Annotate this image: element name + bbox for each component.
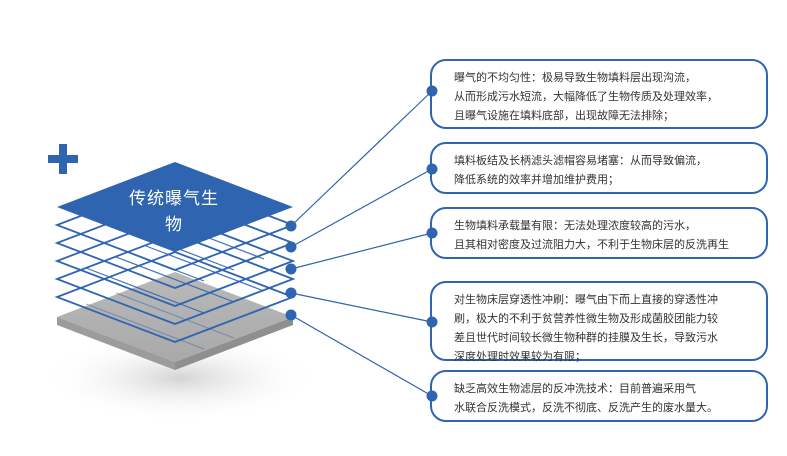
callout-text-line: 差且世代时间较长微生物种群的挂膜及生长，导致污水 [454,331,718,344]
callout-text-line: 刷，极大的不利于贫营养性微生物及形成菌胶团能力较 [454,312,718,325]
connector-dots-left [285,220,297,321]
stack-shadow [40,334,320,422]
callout-limited-capacity: 生物填料承载量有限：无法处理浓度较高的污水， 且其相对密度及过流阻力大，不利于生… [430,207,768,259]
callout-text-line: 从而形成污水短流，大幅降低了生物传质及处理效率， [454,90,718,103]
callout-text-line: 生物填料承载量有限：无法处理浓度较高的污水， [454,219,696,232]
callout-text-line: 深度处理时效果较为有限； [454,350,586,363]
center-label: 传统曝气生 物 [118,186,230,238]
center-label-line-2: 物 [165,215,183,235]
top-layer [57,162,293,252]
callout-text-line: 曝气的不均匀性：极易导致生物填料层出现沟流， [454,71,696,84]
callout-text-line: 缺乏高效生物滤层的反冲洗技术：目前普遍采用气 [454,382,696,395]
callout-text-line: 对生物床层穿透性冲刷：曝气由下而上直接的穿透性冲 [454,293,718,306]
plus-icon [48,144,78,174]
callout-backwash-technology: 缺乏高效生物滤层的反冲洗技术：目前普遍采用气 水联合反洗模式，反洗不彻底、反洗产… [430,370,768,422]
callout-text-line: 且曝气设施在填料底部，出现故障无法排除； [454,109,674,122]
callout-uneven-aeration: 曝气的不均匀性：极易导致生物填料层出现沟流， 从而形成污水短流，大幅降低了生物传… [430,59,768,129]
base-plate-side [57,317,175,370]
center-label-line-1: 传统曝气生 [129,189,219,209]
callout-text-line: 降低系统的效率并增加维护费用； [454,173,619,186]
base-plate-side-right [175,317,293,370]
callout-penetrating-scour: 对生物床层穿透性冲刷：曝气由下而上直接的穿透性冲 刷，极大的不利于贫营养性微生物… [430,281,768,363]
callout-text-line: 且其相对密度及过流阻力大，不利于生物床层的反洗再生 [454,238,729,251]
callout-text-line: 水联合反洗模式，反洗不彻底、反洗产生的废水量大。 [454,401,718,414]
callout-media-clogging: 填料板结及长柄滤头滤帽容易堵塞：从而导致偏流， 降低系统的效率并增加维护费用； [430,142,768,194]
connector-lines [290,90,433,397]
callout-text-line: 填料板结及长柄滤头滤帽容易堵塞：从而导致偏流， [454,154,707,167]
